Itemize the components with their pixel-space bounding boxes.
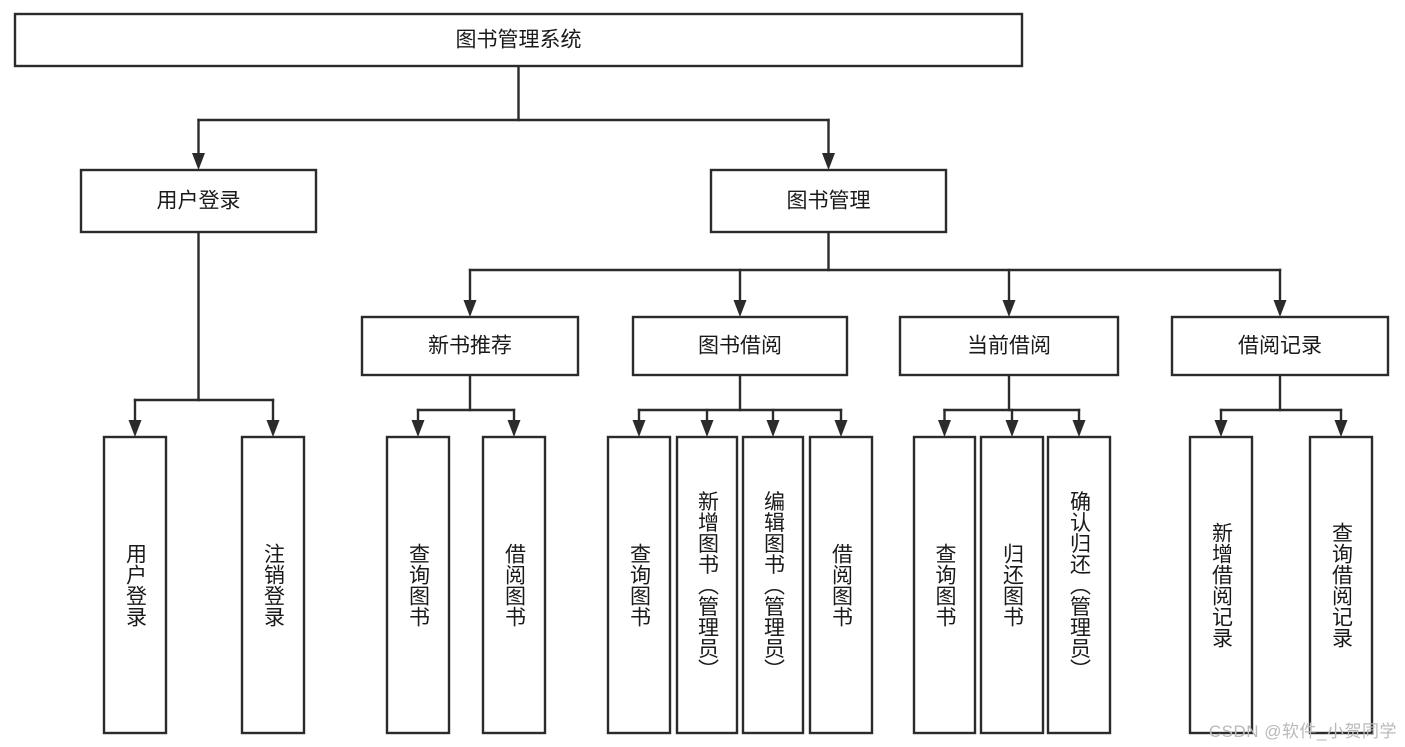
node-label: 用户登录 <box>157 190 241 213</box>
node-box[interactable] <box>912 435 977 735</box>
arrow-head-icon <box>733 300 747 317</box>
arrow-head-icon <box>128 420 142 437</box>
node-label: 查询借阅记录 <box>1330 522 1354 648</box>
node-label: 图书管理 <box>787 190 871 213</box>
node-label: 借阅图书 <box>830 543 854 627</box>
tree-node-leaf-1[interactable]: 注销登录 <box>240 435 306 735</box>
tree-node-leaf-10[interactable]: 确认归还（管理员） <box>1046 435 1112 735</box>
arrow-head-icon <box>463 300 477 317</box>
node-box[interactable] <box>1188 435 1254 735</box>
node-box[interactable] <box>709 168 948 234</box>
arrow-head-icon <box>834 420 848 437</box>
nodes-layer: 图书管理系统用户登录图书管理新书推荐图书借阅当前借阅借阅记录用户登录注销登录查询… <box>13 12 1390 735</box>
node-label: 新增借阅记录 <box>1210 522 1234 648</box>
arrow-head-icon <box>766 420 780 437</box>
tree-node-leaf-12[interactable]: 查询借阅记录 <box>1308 435 1374 735</box>
tree-node-l2-1[interactable]: 图书借阅 <box>631 315 849 377</box>
edge-group <box>411 373 521 437</box>
node-box[interactable] <box>360 315 580 377</box>
arrow-head-icon <box>700 420 714 437</box>
edge-group <box>128 230 280 437</box>
arrow-head-icon <box>822 153 835 170</box>
tree-node-leaf-0[interactable]: 用户登录 <box>102 435 168 735</box>
node-label: 新书推荐 <box>428 335 512 358</box>
node-label: 用户登录 <box>124 543 148 627</box>
arrow-head-icon <box>1214 420 1228 437</box>
tree-node-l2-0[interactable]: 新书推荐 <box>360 315 580 377</box>
node-label: 查询图书 <box>628 543 652 627</box>
arrow-head-icon <box>192 153 205 170</box>
tree-node-leaf-7[interactable]: 借阅图书 <box>808 435 874 735</box>
tree-node-leaf-8[interactable]: 查询图书 <box>912 435 977 735</box>
tree-node-root[interactable]: 图书管理系统 <box>13 12 1024 68</box>
arrow-head-icon <box>507 420 521 437</box>
arrow-head-icon <box>632 420 646 437</box>
tree-node-leaf-9[interactable]: 归还图书 <box>979 435 1045 735</box>
node-label: 查询图书 <box>407 543 431 627</box>
node-box[interactable] <box>1170 315 1390 377</box>
edge-group <box>1214 373 1348 437</box>
node-label: 查询图书 <box>933 543 957 627</box>
node-label: 归还图书 <box>1001 543 1025 627</box>
node-box[interactable] <box>631 315 849 377</box>
tree-node-l2-3[interactable]: 借阅记录 <box>1170 315 1390 377</box>
node-label: 图书管理系统 <box>456 29 582 52</box>
tree-node-leaf-5[interactable]: 新增图书（管理员） <box>675 435 739 735</box>
node-box[interactable] <box>79 168 318 234</box>
arrow-head-icon <box>1005 420 1019 437</box>
node-box[interactable] <box>898 315 1120 377</box>
node-box[interactable] <box>606 435 672 735</box>
tree-node-leaf-6[interactable]: 编辑图书（管理员） <box>741 435 805 735</box>
arrow-head-icon <box>938 420 951 437</box>
node-box[interactable] <box>741 435 805 735</box>
edge-group <box>938 373 1086 437</box>
node-box[interactable] <box>1046 435 1112 735</box>
node-label: 借阅图书 <box>503 543 527 627</box>
node-label: 新增图书（管理员） <box>696 491 720 680</box>
node-label: 当前借阅 <box>967 335 1051 358</box>
arrow-head-icon <box>1334 420 1348 437</box>
node-box[interactable] <box>102 435 168 735</box>
node-box[interactable] <box>808 435 874 735</box>
node-label: 借阅记录 <box>1238 335 1322 358</box>
node-label: 图书借阅 <box>698 335 782 358</box>
tree-node-leaf-11[interactable]: 新增借阅记录 <box>1188 435 1254 735</box>
arrow-head-icon <box>1072 420 1086 437</box>
node-box[interactable] <box>385 435 451 735</box>
node-box[interactable] <box>1308 435 1374 735</box>
node-box[interactable] <box>13 12 1024 68</box>
arrow-head-icon <box>1002 300 1016 317</box>
tree-node-l1-0[interactable]: 用户登录 <box>79 168 318 234</box>
node-box[interactable] <box>481 435 547 735</box>
edge-group <box>632 373 848 437</box>
edge-group <box>463 230 1287 317</box>
node-label: 编辑图书（管理员） <box>762 491 786 680</box>
node-box[interactable] <box>979 435 1045 735</box>
arrow-head-icon <box>1273 300 1287 317</box>
tree-node-l1-1[interactable]: 图书管理 <box>709 168 948 234</box>
watermark-label: CSDN @软件_小贺同学 <box>1208 722 1397 741</box>
node-label: 注销登录 <box>262 543 286 627</box>
node-box[interactable] <box>240 435 306 735</box>
tree-node-leaf-2[interactable]: 查询图书 <box>385 435 451 735</box>
tree-node-leaf-4[interactable]: 查询图书 <box>606 435 672 735</box>
arrow-head-icon <box>266 420 280 437</box>
tree-node-leaf-3[interactable]: 借阅图书 <box>481 435 547 735</box>
edge-group <box>192 64 835 170</box>
arrow-head-icon <box>411 420 425 437</box>
node-label: 确认归还（管理员） <box>1068 491 1092 680</box>
node-box[interactable] <box>675 435 739 735</box>
tree-node-l2-2[interactable]: 当前借阅 <box>898 315 1120 377</box>
edges-layer <box>128 64 1348 437</box>
